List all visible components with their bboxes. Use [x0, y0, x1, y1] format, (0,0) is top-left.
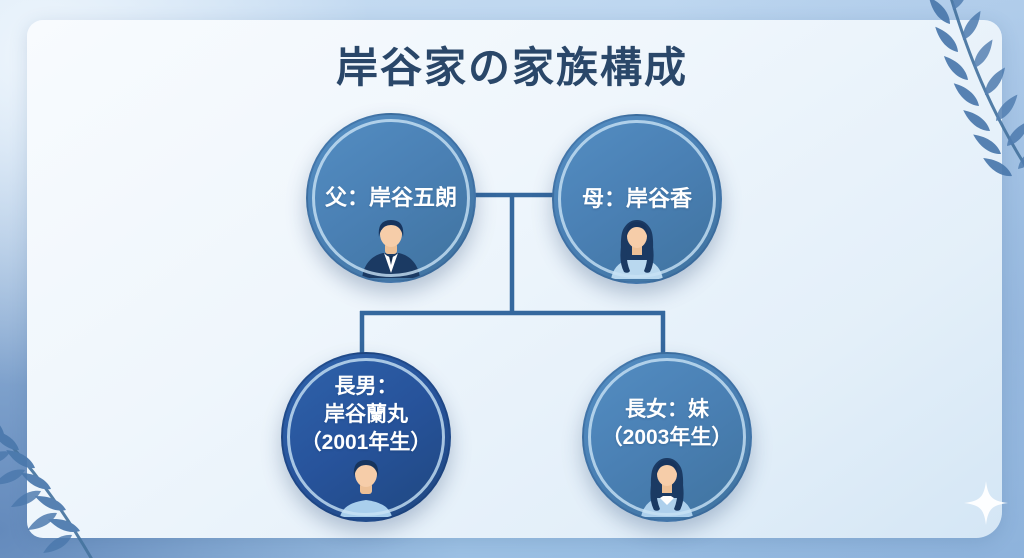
eldest-daughter-label: 長女：妹 （2003年生） — [601, 397, 733, 449]
family-node-eldest-daughter: 長女：妹 （2003年生） — [582, 352, 752, 522]
family-node-eldest-son: 長男： 岸谷蘭丸 （2001年生） — [281, 352, 451, 522]
page-title: 岸谷家の家族構成 — [335, 44, 688, 91]
young-woman-avatar-icon — [641, 458, 693, 517]
mother-label: 母：岸谷香 — [581, 186, 692, 212]
father-label: 父：岸谷五朗 — [324, 185, 457, 211]
eldest-son-label: 長男： 岸谷蘭丸 （2001年生） — [300, 375, 432, 455]
content-card — [27, 20, 1002, 538]
family-node-mother: 母：岸谷香 — [552, 114, 722, 284]
family-node-father: 父：岸谷五朗 — [306, 113, 476, 283]
man-suit-avatar-icon — [362, 220, 420, 278]
young-man-avatar-icon — [340, 460, 392, 517]
woman-long-hair-avatar-icon — [611, 220, 663, 279]
